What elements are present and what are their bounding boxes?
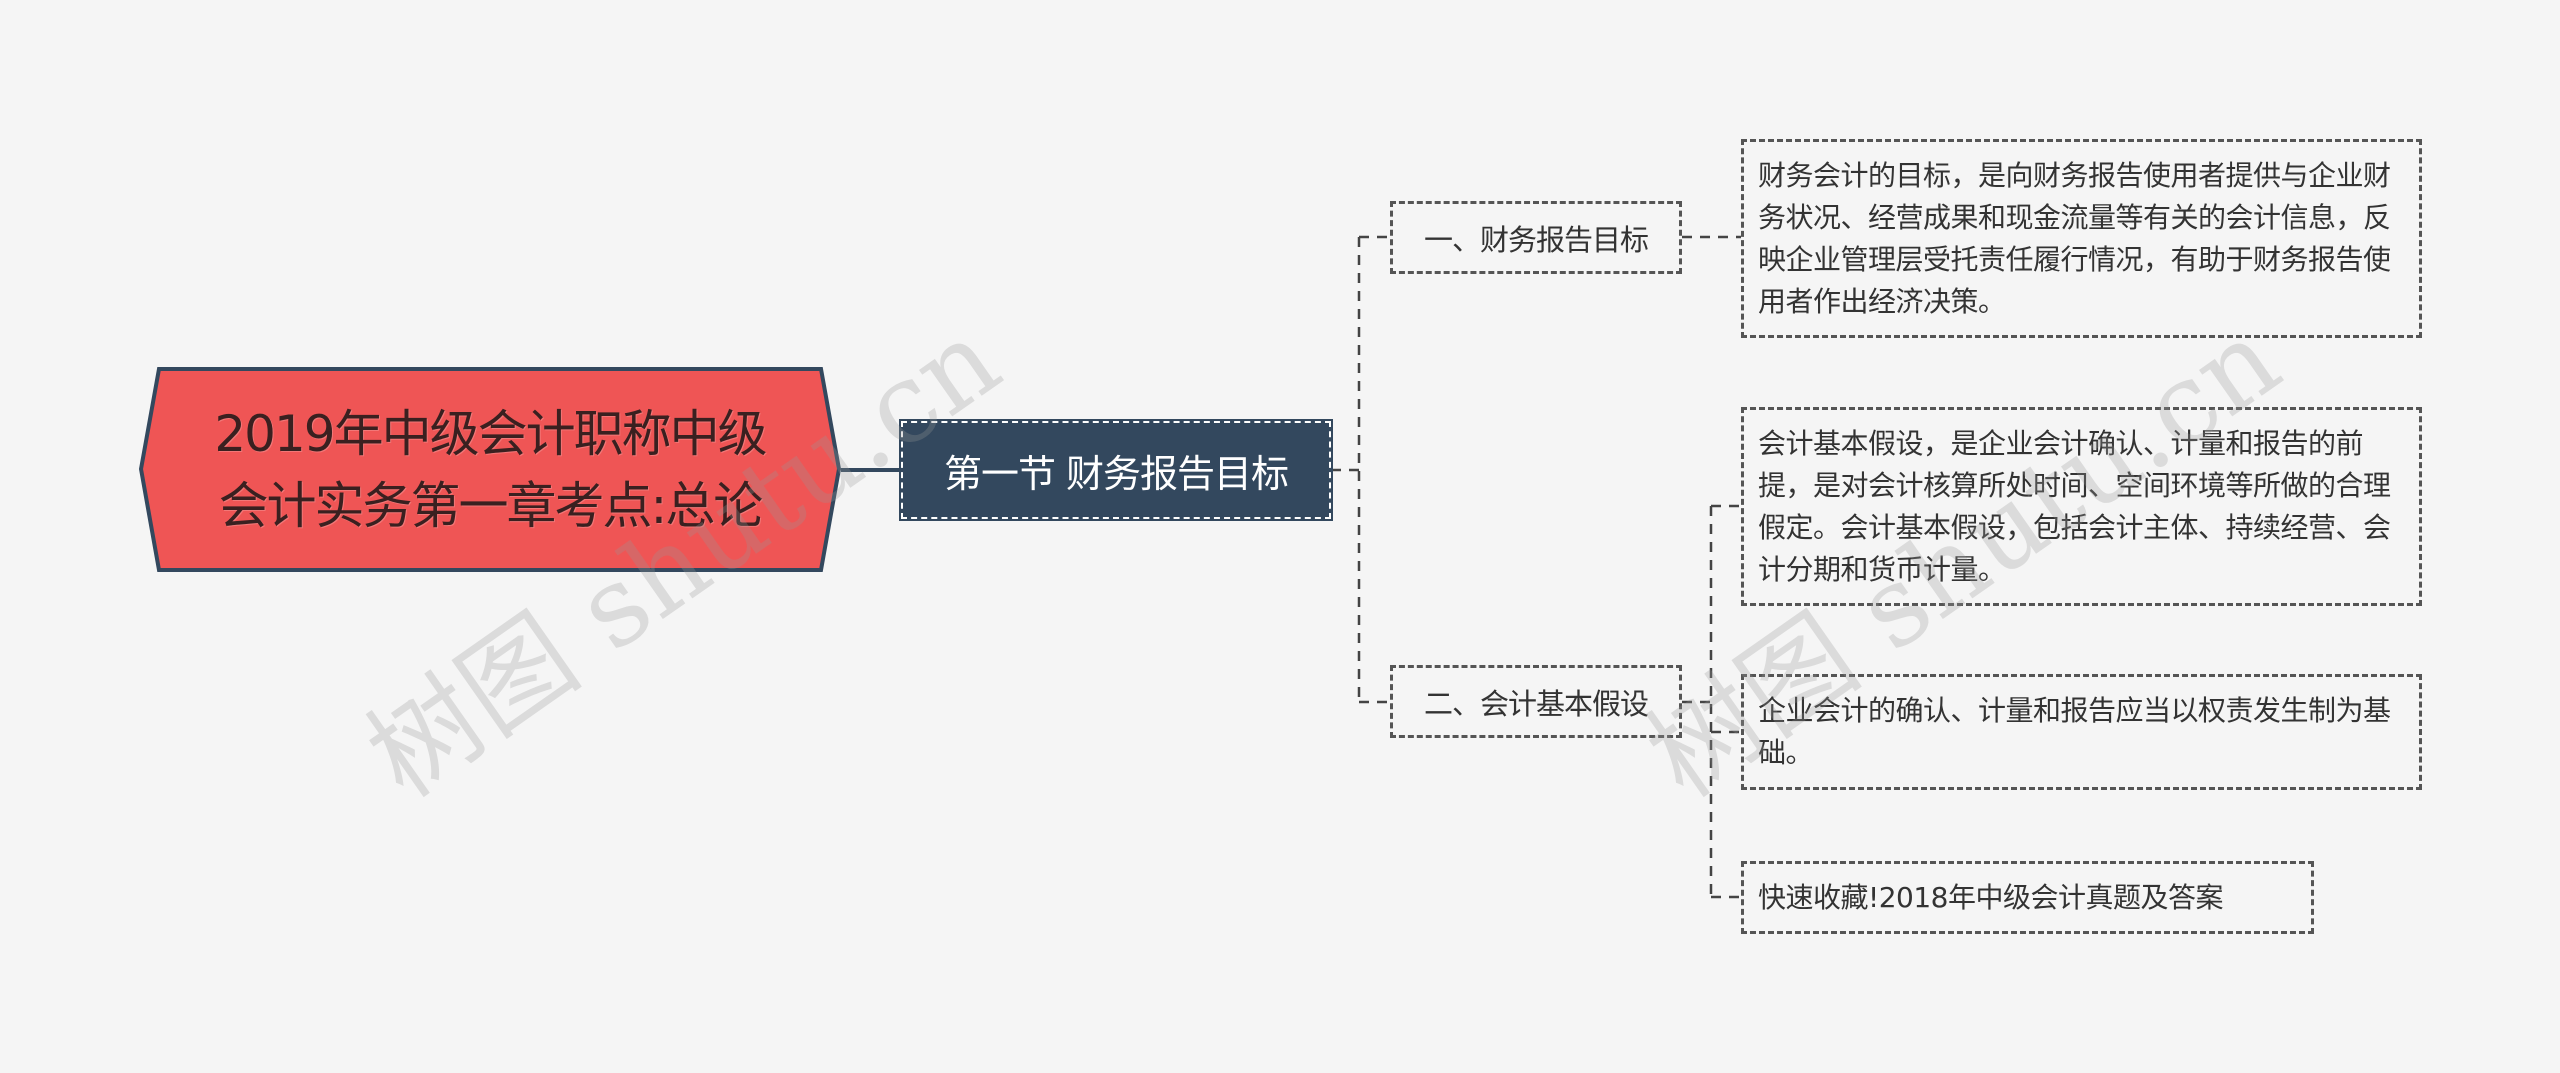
root-hexagon-shape bbox=[139, 367, 841, 572]
root-title-line1: 2019年中级会计职称中级 bbox=[214, 404, 767, 463]
subtopic-node-accounting-assumptions[interactable]: 二、会计基本假设 bbox=[1390, 665, 1682, 738]
leaf-node[interactable]: 财务会计的目标，是向财务报告使用者提供与企业财务状况、经营成果和现金流量等有关的… bbox=[1741, 139, 2422, 338]
leaf-node[interactable]: 会计基本假设，是企业会计确认、计量和报告的前提，是对会计核算所处时间、空间环境等… bbox=[1741, 407, 2422, 606]
leaf-node[interactable]: 企业会计的确认、计量和报告应当以权责发生制为基础。 bbox=[1741, 674, 2422, 790]
section-node[interactable]: 第一节 财务报告目标 bbox=[899, 419, 1333, 521]
root-node[interactable]: 2019年中级会计职称中级 会计实务第一章考点:总论 bbox=[139, 367, 841, 572]
root-title-line2: 会计实务第一章考点:总论 bbox=[218, 476, 764, 535]
leaf-node[interactable]: 快速收藏!2018年中级会计真题及答案 bbox=[1741, 861, 2314, 934]
subtopic-node-financial-report-goal[interactable]: 一、财务报告目标 bbox=[1390, 201, 1682, 274]
